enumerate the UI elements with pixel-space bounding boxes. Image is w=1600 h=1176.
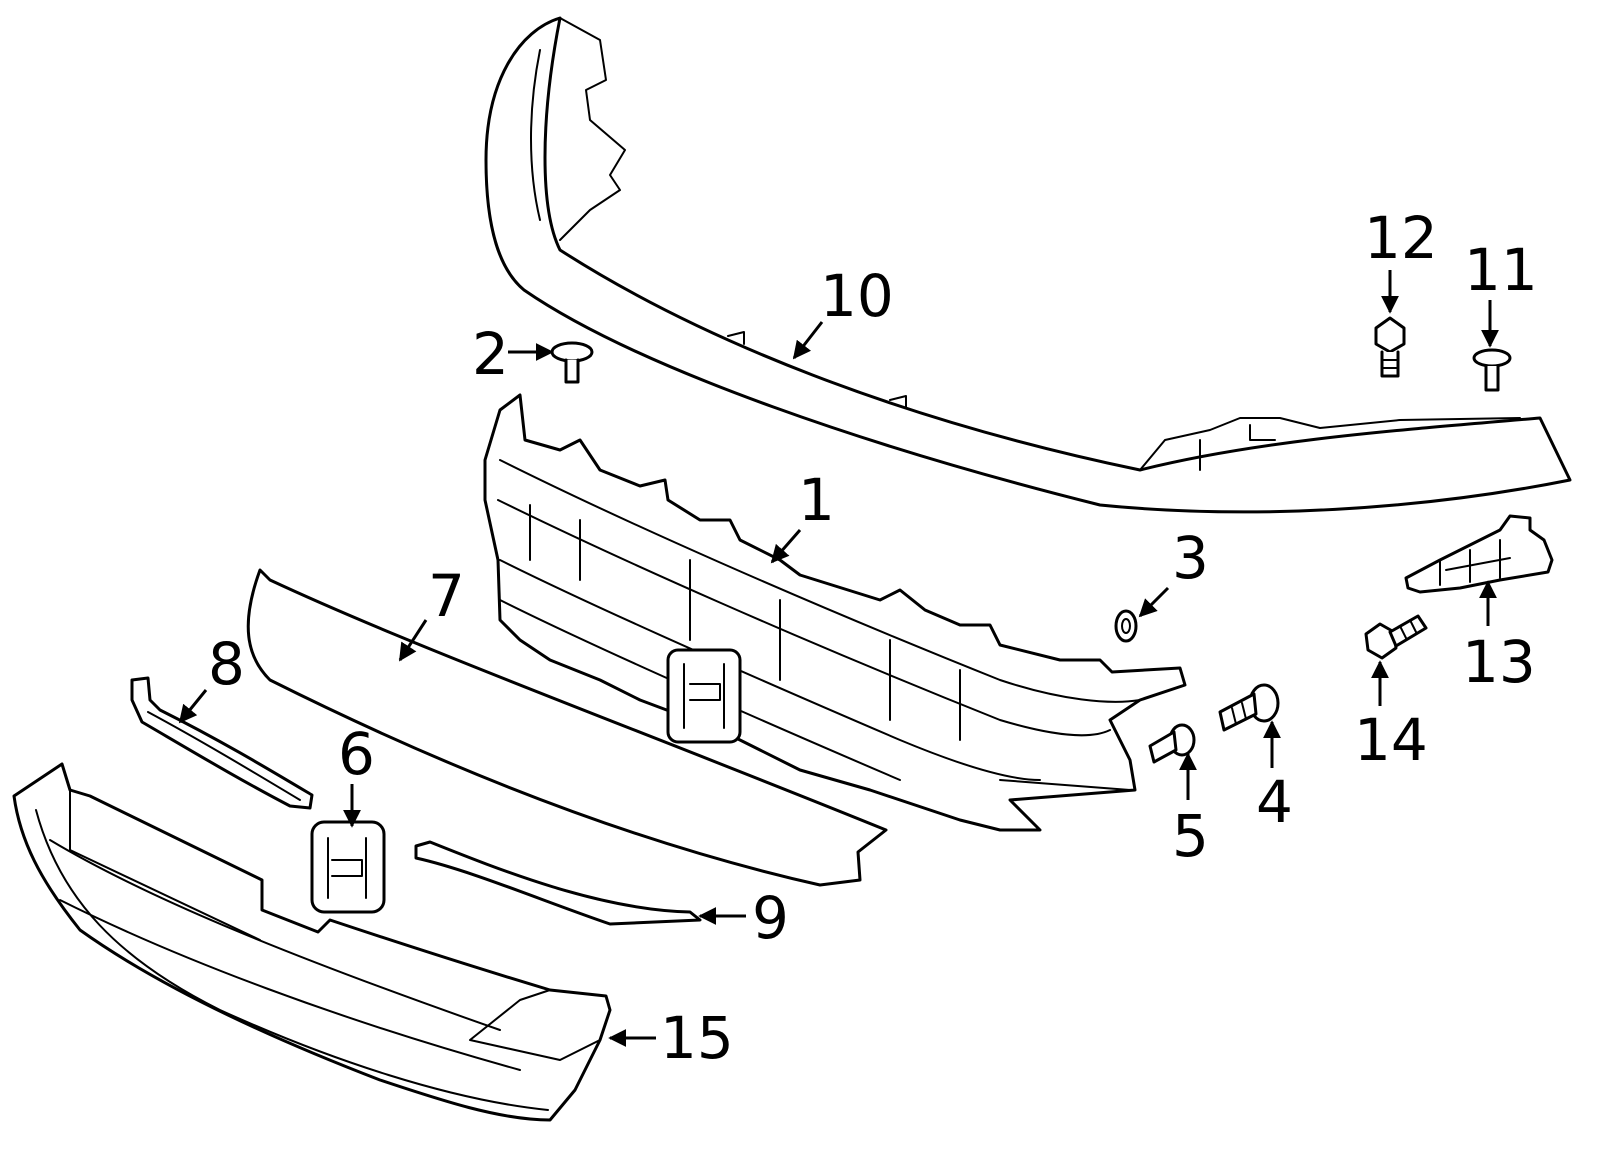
leader-3 [1138, 586, 1170, 618]
leader-1 [770, 529, 802, 564]
callout-10: 10 [820, 262, 894, 330]
callout-8: 8 [208, 630, 245, 698]
callout-15: 15 [660, 1004, 734, 1072]
leader-8 [178, 689, 208, 724]
callout-12: 12 [1364, 204, 1438, 272]
callout-6: 6 [338, 720, 375, 788]
callout-9: 9 [752, 884, 789, 952]
callout-7: 7 [428, 562, 465, 630]
callout-labels: 1 2 3 4 5 6 7 8 9 10 11 12 13 14 15 [208, 204, 1538, 1072]
part-2-clip [550, 341, 594, 384]
callout-13: 13 [1462, 628, 1536, 696]
part-14-bolt [1364, 614, 1428, 660]
part-5-screw [1148, 723, 1196, 764]
part-3-washer [1114, 609, 1138, 643]
callout-11: 11 [1464, 236, 1538, 304]
callout-2: 2 [472, 320, 509, 388]
leader-7 [398, 619, 428, 662]
leader-10 [792, 321, 824, 360]
part-4-screw [1218, 683, 1280, 732]
callout-1: 1 [798, 466, 835, 534]
part-13-bracket [1404, 514, 1554, 594]
part-11-clip [1472, 348, 1512, 392]
part-10-upper-cover [484, 16, 1572, 514]
part-6-emblem [310, 820, 386, 914]
part-9-molding-strip [414, 840, 702, 926]
callout-3: 3 [1172, 524, 1209, 592]
callout-4: 4 [1256, 768, 1293, 836]
part-1-grille-base [483, 393, 1187, 832]
leader-lines [178, 270, 1499, 1047]
callout-14: 14 [1354, 706, 1428, 774]
part-12-bolt [1374, 316, 1406, 378]
part-15-front-grille [12, 762, 612, 1122]
part-8-molding-strip [130, 676, 314, 810]
callout-5: 5 [1172, 802, 1209, 870]
